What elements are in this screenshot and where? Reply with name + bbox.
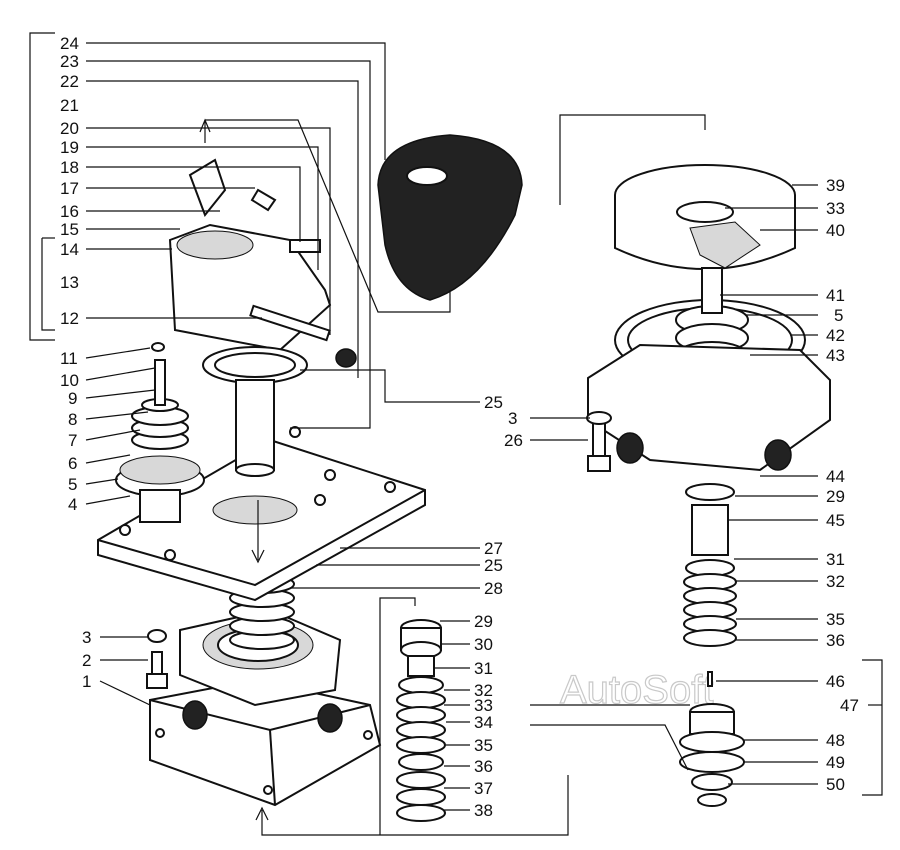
callout-label: 8 [68, 410, 77, 429]
callout-label: 19 [60, 138, 79, 157]
callout-label: 22 [60, 72, 79, 91]
callout-label: 49 [826, 753, 845, 772]
callout-label: 29 [474, 612, 493, 631]
callout-label: 35 [474, 736, 493, 755]
middle-parts-column [396, 619, 446, 822]
callout-label: 39 [826, 176, 845, 195]
callout-label: 15 [60, 220, 79, 239]
callout-label: 10 [60, 371, 79, 390]
callout-label: 3 [82, 628, 91, 647]
callout-label: 16 [60, 202, 79, 221]
callout-label: 7 [68, 431, 77, 450]
callout-label: 41 [826, 286, 845, 305]
callout-label: 3 [508, 409, 517, 428]
callout-label: 12 [60, 309, 79, 328]
callout-label: 18 [60, 158, 79, 177]
callout-label: 14 [60, 240, 79, 259]
callout-label: 48 [826, 731, 845, 750]
callout-label: 35 [826, 610, 845, 629]
callout-label: 42 [826, 326, 845, 345]
callout-label: 23 [60, 52, 79, 71]
callout-label: 29 [826, 487, 845, 506]
callout-label: 5 [68, 475, 77, 494]
callout-labels: 24 23 22 21 20 19 18 17 16 15 14 13 12 1… [60, 34, 859, 820]
callout-label: 4 [68, 495, 77, 514]
callout-label: 45 [826, 511, 845, 530]
callout-label: 44 [826, 467, 845, 486]
callout-label: 17 [60, 179, 79, 198]
callout-label: 28 [484, 579, 503, 598]
callout-label: 32 [826, 572, 845, 591]
callout-label: 2 [82, 651, 91, 670]
callout-label: 34 [474, 713, 493, 732]
leader-lines [29, 32, 883, 836]
callout-label: 50 [826, 775, 845, 794]
callout-label: 25 [484, 556, 503, 575]
callout-label: 31 [826, 550, 845, 569]
callout-label: 43 [826, 346, 845, 365]
left-assembly-drawing [97, 134, 523, 807]
callout-label: 5 [834, 306, 843, 325]
callout-label: 33 [826, 199, 845, 218]
callout-label: 36 [826, 631, 845, 650]
callout-label: 47 [840, 696, 859, 715]
callout-label: 6 [68, 454, 77, 473]
callout-label: 20 [60, 119, 79, 138]
callout-label: 37 [474, 779, 493, 798]
callout-label: 26 [504, 431, 523, 450]
callout-label: 40 [826, 221, 845, 240]
callout-label: 13 [60, 273, 79, 292]
callout-label: 36 [474, 757, 493, 776]
callout-label: 33 [474, 696, 493, 715]
callout-label: 9 [68, 389, 77, 408]
callout-label: 38 [474, 801, 493, 820]
callout-label: 1 [82, 672, 91, 691]
callout-label: 25 [484, 393, 503, 412]
callout-label: 46 [826, 672, 845, 691]
right-assembly-drawing [586, 164, 831, 807]
callout-label: 32 [474, 681, 493, 700]
callout-label: 31 [474, 659, 493, 678]
callout-label: 11 [60, 349, 78, 368]
callout-label: 27 [484, 539, 503, 558]
callout-label: 21 [60, 96, 79, 115]
callout-label: 30 [474, 635, 493, 654]
callout-label: 24 [60, 34, 79, 53]
